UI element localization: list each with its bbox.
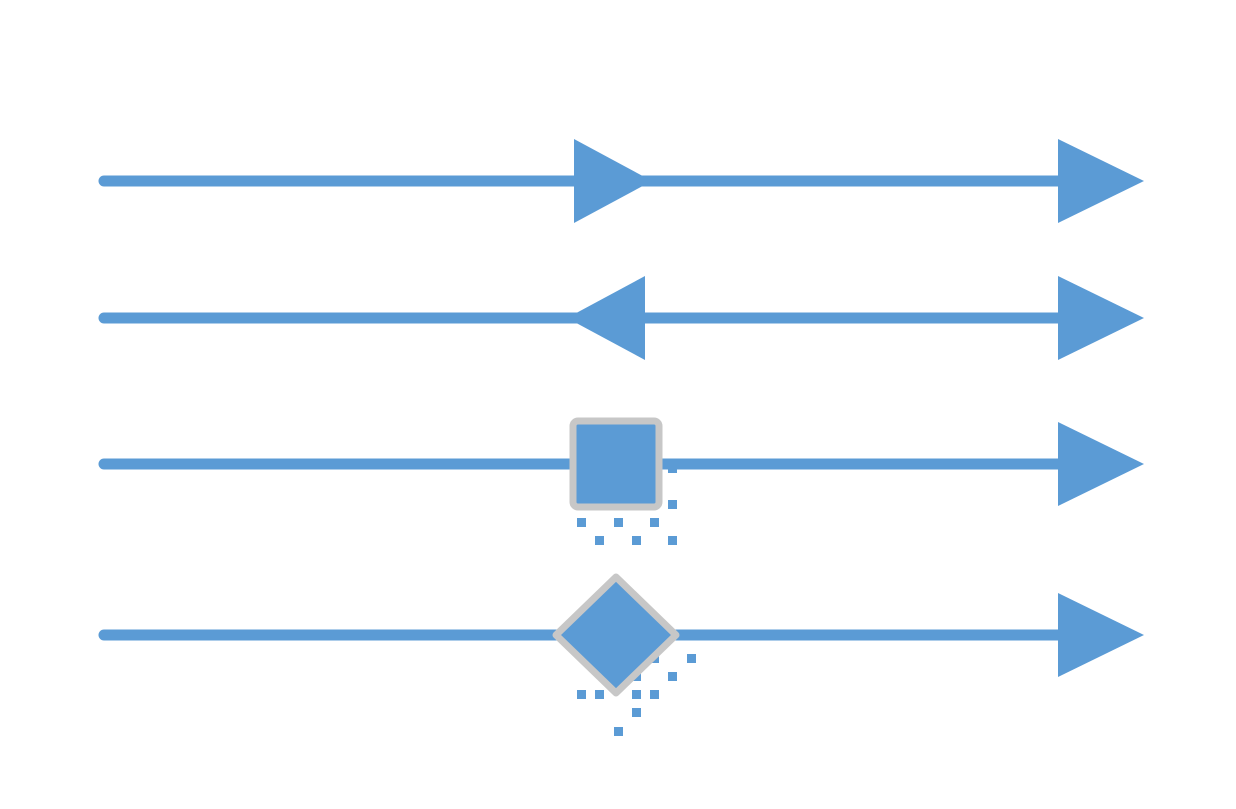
arrow-right-icon [1058, 276, 1144, 360]
connector-row-4 [98, 573, 1144, 736]
arrow-right-icon [574, 139, 652, 223]
arrow-right-icon [1058, 139, 1144, 223]
dot [614, 727, 623, 736]
dot [577, 518, 586, 527]
dot [632, 690, 641, 699]
dot-pattern [577, 464, 677, 545]
connector-row-3 [98, 417, 1144, 545]
dot [668, 464, 677, 473]
dot [595, 690, 604, 699]
dot [650, 518, 659, 527]
arrow-left-icon [567, 276, 645, 360]
dot [668, 536, 677, 545]
dot [614, 518, 623, 527]
dot [687, 654, 696, 663]
arrow-right-icon [1058, 593, 1144, 677]
square-node-icon [569, 417, 663, 511]
dot [632, 536, 641, 545]
diamond-node-icon [552, 573, 680, 697]
dot [632, 708, 641, 717]
dot [668, 500, 677, 509]
dot [577, 690, 586, 699]
dot [668, 672, 677, 681]
arrow-right-icon [1058, 422, 1144, 506]
connector-row-2 [98, 276, 1144, 360]
connector-row-1 [98, 139, 1144, 223]
dot [595, 536, 604, 545]
dot [650, 690, 659, 699]
